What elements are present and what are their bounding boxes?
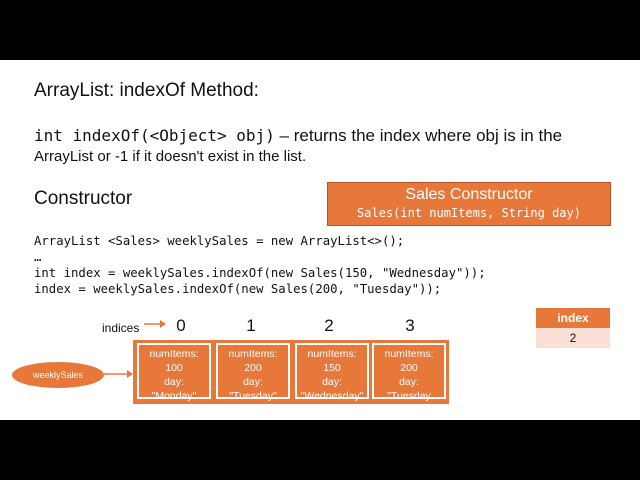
index-number-3: 3 [405,316,415,335]
cell-label: numItems: [149,348,199,360]
slide: ArrayList: indexOf Method: int indexOf(<… [0,60,640,420]
code-line: ArrayList <Sales> weeklySales = new Arra… [34,234,405,248]
cell-label: day: [164,376,184,388]
cell-day: "Tuesday" [229,390,277,402]
slide-title: ArrayList: indexOf Method: [34,80,259,101]
cell-label: numItems: [384,348,434,360]
index-table-header: index [536,308,610,328]
list-item: numItems: 100 day: "Monday" [137,343,211,402]
cell-day: "Monday" [151,390,197,402]
indices-label: indices [102,321,140,335]
sales-constructor-code: Sales(int numItems, String day) [357,206,581,220]
signature-code: int indexOf(<Object> obj) [34,126,275,145]
indices-arrow-icon [144,320,166,328]
sales-constructor-title: Sales Constructor [405,186,533,203]
cell-num-items: 200 [244,362,262,374]
cell-label: numItems: [307,348,357,360]
cell-day: "Tuesday [387,390,431,402]
code-line: … [34,250,42,264]
cell-num-items: 100 [165,362,183,374]
constructor-heading: Constructor [34,188,133,209]
cell-day: "Wednesday" [300,390,364,402]
index-number-2: 2 [324,316,334,335]
index-number-0: 0 [176,316,186,335]
code-line: int index = weeklySales.indexOf(new Sale… [34,266,486,280]
arraylist-container: numItems: 100 day: "Monday" numItems: 20… [133,340,449,404]
method-signature: int indexOf(<Object> obj) – returns the … [34,126,562,146]
list-item: numItems: 200 day: "Tuesday [372,343,446,402]
sales-constructor-box: Sales Constructor Sales(int numItems, St… [327,182,611,226]
cell-label: day: [243,376,263,388]
cell-label: day: [399,376,419,388]
index-number-1: 1 [246,316,256,335]
reference-arrow-icon [104,370,133,378]
weekly-sales-variable: weeklySales [12,362,104,388]
code-block: ArrayList <Sales> weeklySales = new Arra… [34,233,486,297]
cell-label: numItems: [228,348,278,360]
index-table-value: 2 [536,328,610,348]
code-line: index = weeklySales.indexOf(new Sales(20… [34,282,442,296]
cell-label: day: [322,376,342,388]
list-item: numItems: 200 day: "Tuesday" [216,343,290,402]
cell-num-items: 200 [400,362,418,374]
signature-description-line2: ArrayList or -1 if it doesn't exist in t… [34,148,307,165]
list-item: numItems: 150 day: "Wednesday" [295,343,369,402]
cell-num-items: 150 [323,362,341,374]
signature-description: – returns the index where obj is in the [274,126,563,145]
